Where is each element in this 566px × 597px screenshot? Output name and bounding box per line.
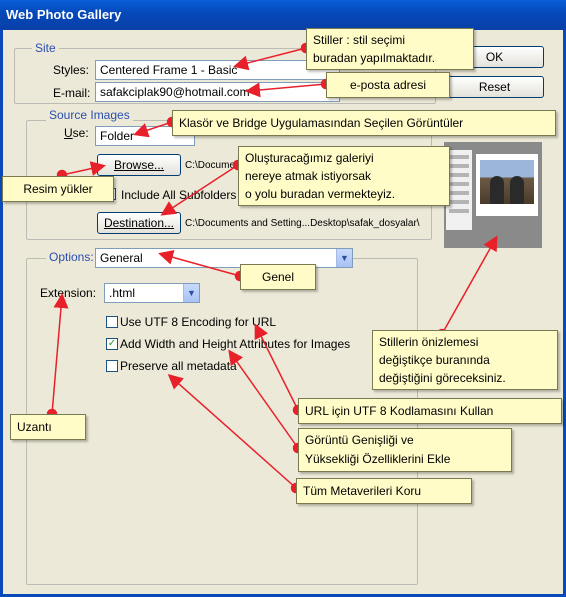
callout-folder: Klasör ve Bridge Uygulamasından Seçilen …: [172, 110, 556, 136]
callout-preview: Stillerin önizlemesi değiştikçe buranınd…: [372, 330, 558, 390]
callout-general: Genel: [240, 264, 316, 290]
browse-label: Browse...: [113, 158, 164, 172]
window-title: Web Photo Gallery: [0, 0, 566, 30]
styles-select[interactable]: Centered Frame 1 - Basic: [95, 60, 340, 80]
destination-path: C:\Documents and Setting...Desktop\safak…: [185, 218, 420, 229]
chevron-down-icon[interactable]: ▼: [183, 284, 199, 302]
window-frame: [0, 30, 566, 597]
use-label: Use:: [64, 126, 89, 140]
reset-button[interactable]: Reset: [445, 76, 544, 98]
callout-destination: Oluşturacağımız galeriyi nereye atmak is…: [238, 146, 450, 206]
callout-extension: Uzantı: [10, 414, 86, 440]
preserve-checkbox[interactable]: [106, 360, 118, 372]
style-preview-image: [444, 142, 542, 248]
callout-preserve: Tüm Metaverileri Koru: [296, 478, 472, 504]
utf8-checkbox[interactable]: [106, 316, 118, 328]
chevron-down-icon[interactable]: ▼: [336, 249, 352, 267]
destination-button[interactable]: Destination...: [97, 212, 181, 234]
email-label: E-mail:: [53, 86, 91, 100]
callout-styles: Stiller : stil seçimi buradan yapılmakta…: [306, 28, 474, 70]
add-wh-checkbox[interactable]: ✓: [106, 338, 118, 350]
utf8-label[interactable]: Use UTF 8 Encoding for URL: [120, 315, 277, 329]
callout-utf8: URL için UTF 8 Kodlamasını Kullan: [298, 398, 562, 424]
options-legend: Options:: [46, 250, 97, 264]
site-legend: Site: [32, 41, 59, 55]
use-value: Folder: [100, 129, 135, 143]
callout-email: e-posta adresi: [326, 72, 450, 98]
styles-value: Centered Frame 1 - Basic: [100, 63, 238, 77]
callout-browse: Resim yükler: [2, 176, 114, 202]
browse-path: C:\Document: [185, 160, 244, 171]
styles-label: Styles:: [53, 63, 90, 77]
email-field[interactable]: safakciplak90@hotmail.com: [95, 82, 340, 102]
options-value: General: [100, 251, 143, 265]
include-subfolders-label[interactable]: Include All Subfolders: [121, 188, 237, 202]
extension-value: .html: [109, 286, 136, 300]
callout-add-wh: Görüntü Genişliği ve Yüksekliği Özellikl…: [298, 428, 512, 472]
preserve-label[interactable]: Preserve all metadata: [120, 359, 237, 373]
destination-label: Destination...: [103, 216, 175, 230]
extension-select[interactable]: .html ▼: [104, 283, 200, 303]
extension-label: Extension:: [40, 286, 97, 300]
source-legend: Source Images: [46, 108, 133, 122]
add-wh-label[interactable]: Add Width and Height Attributes for Imag…: [120, 337, 351, 351]
browse-button[interactable]: Browse...: [97, 154, 181, 176]
